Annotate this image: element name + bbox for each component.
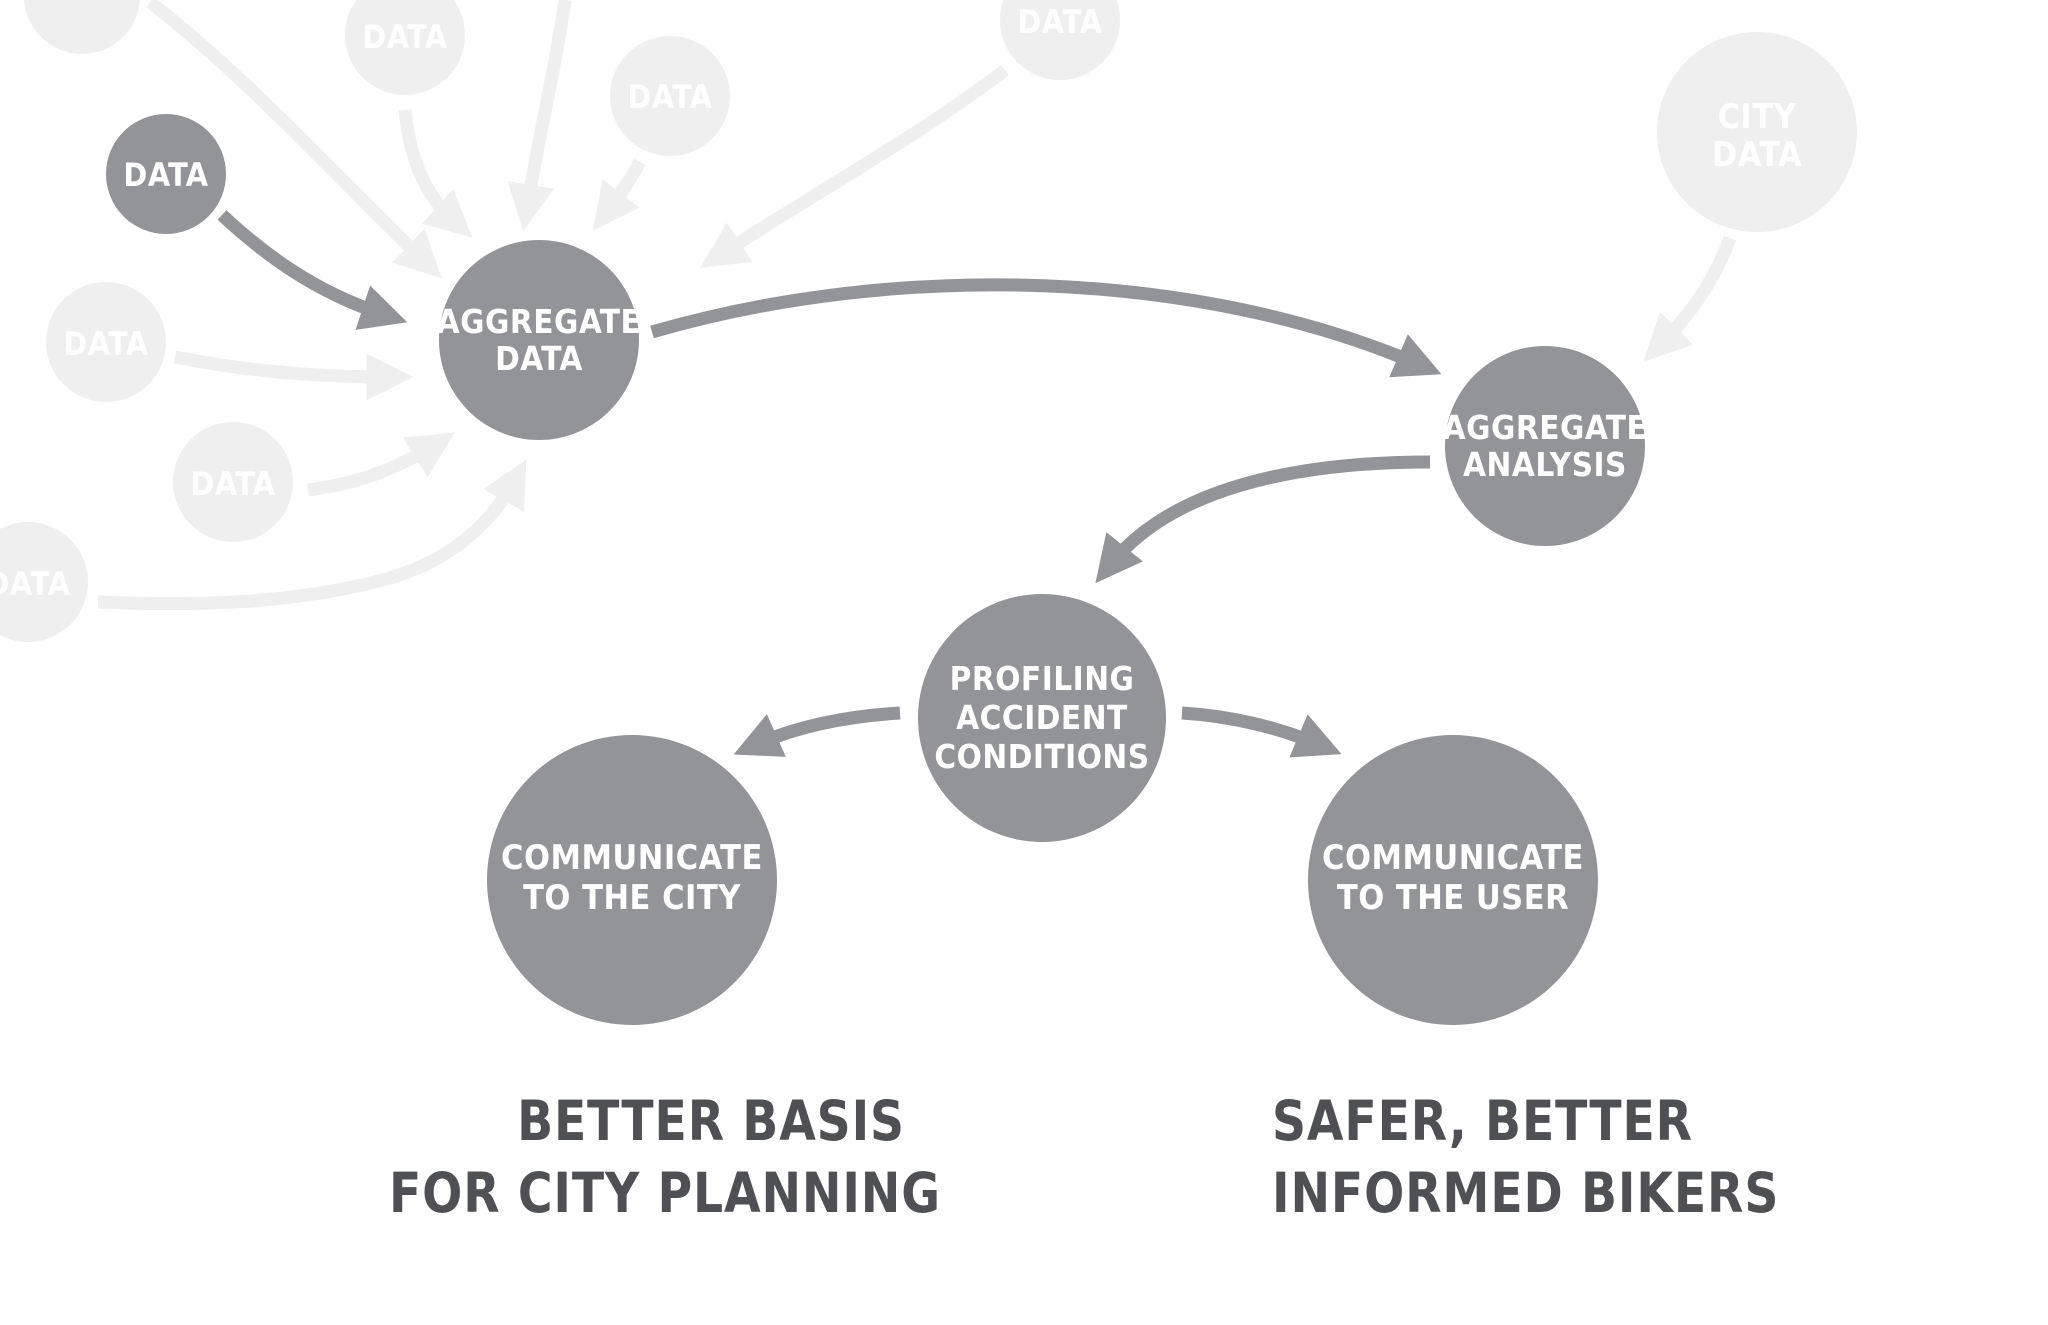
svg-text:ANALYSIS: ANALYSIS [1463,445,1627,484]
arrow-data-to-aggregate [217,210,408,330]
svg-text:CONDITIONS: CONDITIONS [934,737,1149,776]
arrow-analysis-to-profiling [1095,455,1431,584]
svg-text:TO THE USER: TO THE USER [1337,878,1569,918]
faded-arrow [507,0,572,232]
faded-data-node: DATA [1000,0,1120,80]
faded-data-node [24,0,140,54]
faded-arrow [700,64,1009,268]
svg-text:DATA: DATA [190,465,275,503]
svg-text:DATA: DATA [0,565,71,603]
aggregate-data-node: AGGREGATE DATA [437,240,642,440]
outcome-informed-bikers: SAFER, BETTER INFORMED BIKERS [1272,1085,1779,1229]
svg-text:AGGREGATE: AGGREGATE [437,302,642,341]
faded-input-arrows [97,0,1737,611]
communicate-to-city-node: COMMUNICATE TO THE CITY [487,735,777,1025]
faded-data-nodes: DATA DATA DATA DATA DATA DATA CITY DATA [0,0,1857,642]
flow-arrows [217,210,1442,758]
outcome-bikers-line-2: INFORMED BIKERS [1272,1161,1780,1225]
faded-arrow [592,158,646,231]
svg-text:PROFILING: PROFILING [950,659,1135,698]
profiling-accident-conditions-node: PROFILING ACCIDENT CONDITIONS [918,594,1166,842]
arrow-profiling-to-user [1181,706,1342,758]
svg-text:DATA: DATA [63,325,148,363]
svg-text:DATA: DATA [627,78,712,116]
svg-text:DATA: DATA [495,339,583,378]
city-data-node: CITY DATA [1657,32,1857,232]
svg-text:AGGREGATE: AGGREGATE [1443,408,1648,447]
svg-text:ACCIDENT: ACCIDENT [956,698,1128,737]
svg-text:DATA: DATA [362,18,447,56]
faded-data-node: DATA [610,36,730,156]
faded-arrow [398,109,473,238]
aggregate-analysis-node: AGGREGATE ANALYSIS [1443,346,1648,546]
arrow-profiling-to-city [733,706,901,757]
faded-data-node: DATA [0,522,88,642]
svg-text:CITY: CITY [1718,97,1797,137]
data-source-node: DATA [106,114,226,234]
svg-text:DATA: DATA [123,156,208,194]
communicate-to-user-node: COMMUNICATE TO THE USER [1308,735,1598,1025]
svg-text:DATA: DATA [1712,135,1802,175]
faded-arrow [1643,235,1737,362]
outcome-bikers-line-1: SAFER, BETTER [1272,1089,1693,1153]
faded-arrow [173,350,414,401]
svg-text:TO THE CITY: TO THE CITY [523,878,741,918]
arrow-aggregate-to-analysis [650,278,1442,378]
outcome-city-planning: BETTER BASIS FOR CITY PLANNING [389,1085,941,1229]
outcome-city-line-2: FOR CITY PLANNING [389,1161,941,1225]
faded-data-node: DATA [173,422,293,542]
faded-data-node: DATA [345,0,465,95]
svg-text:DATA: DATA [1017,3,1102,41]
faded-arrow [97,459,527,611]
faded-arrow [307,432,455,497]
outcome-city-line-1: BETTER BASIS [517,1089,905,1153]
faded-arrow [146,0,442,279]
svg-text:COMMUNICATE: COMMUNICATE [501,838,763,878]
faded-data-node: DATA [46,282,166,402]
svg-text:COMMUNICATE: COMMUNICATE [1322,838,1584,878]
